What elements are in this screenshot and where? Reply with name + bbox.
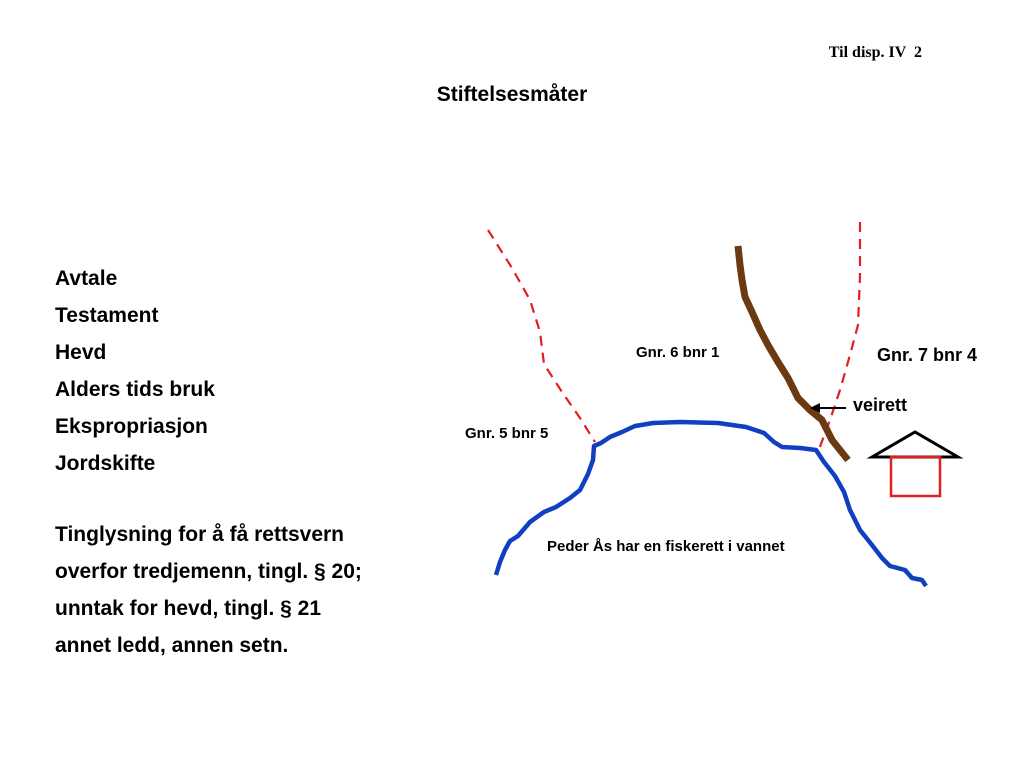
method-item: Testament (55, 304, 159, 327)
method-item: Ekspropriasjon (55, 415, 208, 438)
method-item: Hevd (55, 341, 107, 364)
method-item: Jordskifte (55, 452, 156, 475)
boundary-line-left (487, 229, 596, 443)
label-gnr6-bnr1: Gnr. 6 bnr 1 (636, 344, 720, 361)
house-roof (866, 430, 964, 459)
boundary-line-right (816, 222, 862, 453)
slide-reference: Til disp. IV 2 (828, 44, 922, 61)
page-title: Stiftelsesmåter (436, 83, 588, 106)
registration-note: Tinglysning for å få rettsvern overfor t… (55, 516, 475, 664)
water-line (493, 419, 928, 588)
note-line: Tinglysning for å få rettsvern (55, 523, 345, 546)
house-body (889, 455, 942, 498)
road-line (734, 245, 851, 463)
veirett-arrowhead (810, 403, 820, 413)
note-line: unntak for hevd, tingl. § 21 (55, 597, 322, 620)
label-gnr7-bnr4: Gnr. 7 bnr 4 (877, 345, 978, 365)
method-item: Avtale (55, 267, 118, 290)
label-fiskerett: Peder Ås har en fiskerett i vannet (547, 538, 785, 555)
label-gnr5-bnr5: Gnr. 5 bnr 5 (465, 425, 549, 442)
note-line: annet ledd, annen setn. (55, 634, 289, 657)
methods-list: Avtale Testament Hevd Alders tids bruk E… (55, 260, 215, 482)
method-item: Alders tids bruk (55, 378, 215, 401)
note-line: overfor tredjemenn, tingl. § 20; (55, 560, 362, 583)
label-veirett: veirett (853, 395, 908, 415)
